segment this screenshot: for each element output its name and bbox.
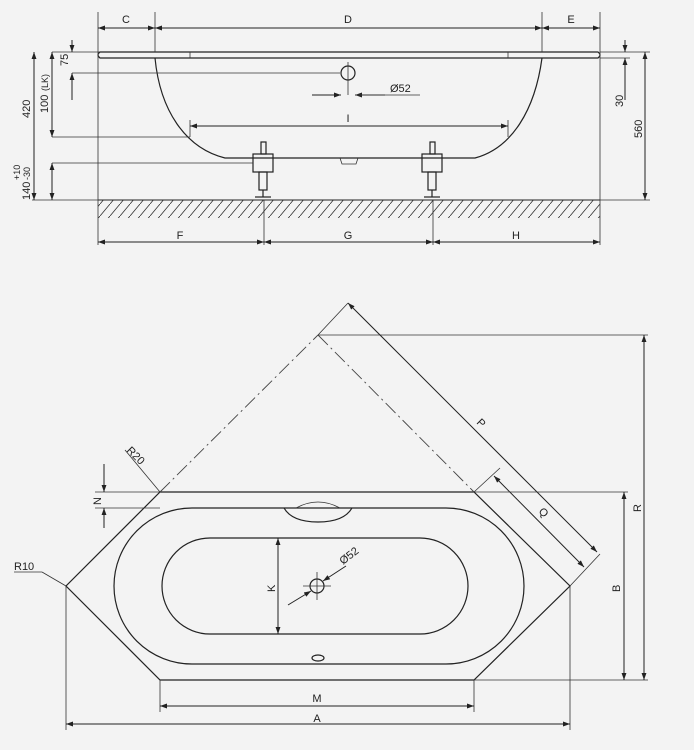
corner-line-left: [159, 334, 319, 493]
dim-140-label: 140: [21, 182, 33, 200]
dim-plus10-label: +10: [12, 165, 22, 180]
dim-i-label: I: [346, 113, 349, 125]
tub-rim: [97, 51, 601, 59]
dim-d-label: D: [344, 14, 352, 26]
dim-30-label: 30: [614, 95, 626, 107]
dim-k-label: K: [266, 584, 278, 592]
drain-outlet-plan: [311, 654, 325, 662]
corner-line-right: [317, 334, 475, 493]
dim-q-label: Q: [536, 506, 551, 521]
dim-m-label: M: [312, 693, 321, 705]
tub-body-profile: [154, 57, 543, 159]
dim-e-label: E: [567, 14, 574, 26]
dim-75-label: 75: [59, 54, 71, 66]
dim-100-label: 100: [39, 95, 51, 113]
tub-basin: [161, 537, 469, 635]
overflow-diameter-label: Ø52: [390, 83, 411, 95]
tub-inner-rim: [113, 507, 525, 665]
dim-h-label: H: [512, 230, 520, 242]
drain-diameter-label: Ø52: [337, 545, 361, 567]
dim-r-label: R: [632, 504, 644, 512]
drain-outlet: [339, 157, 359, 165]
side-view: C D E Ø52 I 75 420 100 (LK) 140 -30 +10 …: [12, 12, 650, 245]
floor-hatching: [98, 200, 600, 218]
dim-560-label: 560: [633, 120, 645, 138]
radius-r20-label: R20: [124, 445, 147, 468]
overflow-recess: [283, 507, 353, 523]
dim-lk-label: (LK): [40, 74, 50, 91]
dim-c-label: C: [122, 14, 130, 26]
support-foot-right: [421, 141, 443, 198]
dim-420-label: 420: [21, 100, 33, 118]
dim-b-label: B: [611, 585, 623, 592]
plan-view: Ø52 K P Q R20 R10 N R: [14, 302, 648, 730]
dim-g-label: G: [344, 230, 353, 242]
dim-a-label: A: [313, 713, 321, 725]
dim-n-label: N: [92, 497, 104, 505]
radius-r10-label: R10: [14, 561, 34, 573]
dim-p-label: P: [474, 417, 488, 431]
dim-minus30-label: -30: [22, 167, 32, 180]
dim-f-label: F: [177, 230, 184, 242]
support-foot-left: [252, 141, 274, 198]
